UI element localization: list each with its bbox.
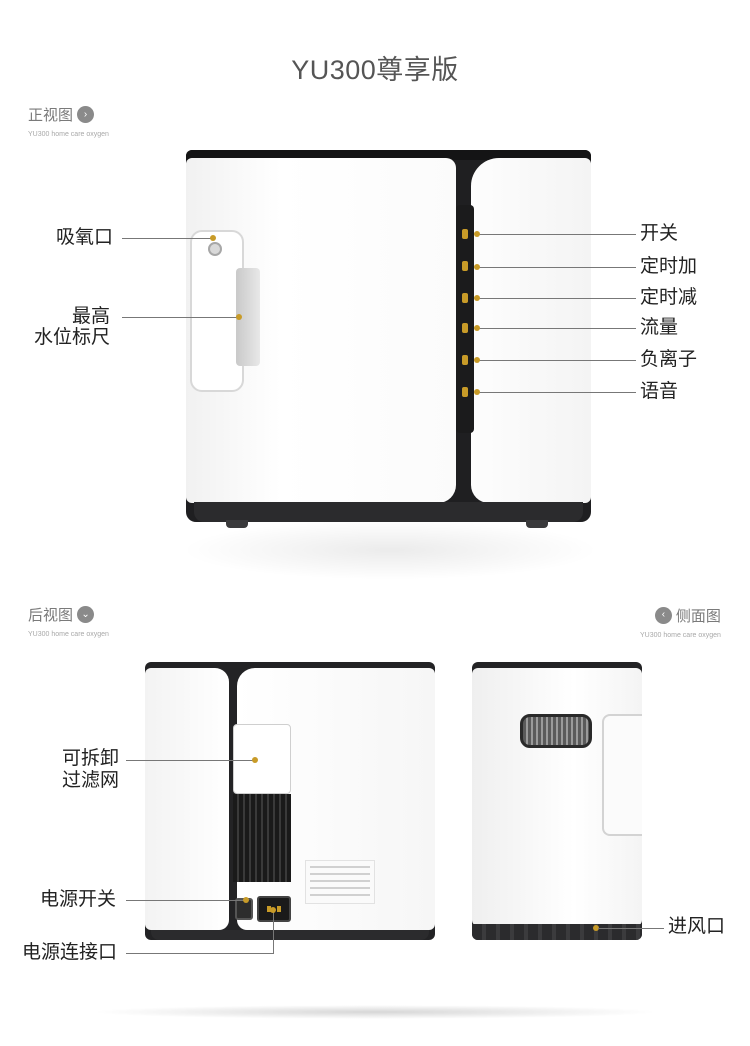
callout-line [476,234,636,235]
callout-line [126,953,274,954]
section-label-text: 侧面图 [675,607,721,625]
callout-dot [593,925,599,931]
callout-filter-line1: 可拆卸 [62,748,120,769]
callout-dot [474,357,480,363]
callout-line [122,238,214,239]
section-label-text: 正视图 [28,107,74,124]
callout-line [126,900,246,901]
callout-filter-line2: 过滤网 [62,770,120,791]
flow-button [462,323,468,333]
callout-power-switch: 电源开关 [40,889,117,910]
callout-line [598,928,664,929]
control-panel [456,205,474,433]
section-subtitle: YU300 home care oxygen [28,631,109,638]
spec-label-plate [305,860,375,904]
callout-voice: 语音 [640,381,679,402]
callout-timer-plus: 定时加 [640,256,698,277]
side-device-image [472,662,642,940]
callout-dot [474,325,480,331]
section-label-text: 后视图 [28,607,74,624]
callout-line [476,328,636,329]
bottom-shadow [90,1005,660,1019]
section-label-side: ‹ 侧面图 YU300 home care oxygen [640,604,721,639]
back-device-image [145,662,435,940]
oxygen-outlet-knob [208,242,222,256]
device-shadow [180,520,600,580]
section-subtitle: YU300 home care oxygen [640,631,721,639]
device-top [186,150,591,160]
callout-dot [270,907,276,913]
front-left-panel [186,158,456,503]
exhaust-grill [233,794,291,882]
chevron-left-icon: ‹ [654,606,672,624]
section-label-back: 后视图 ⌄ YU300 home care oxygen [28,604,109,638]
callout-line [476,267,636,268]
callout-power-port: 电源连接口 [22,942,118,963]
callout-dot [474,264,480,270]
front-right-panel [471,158,591,503]
callout-dot [243,897,249,903]
callout-dot [474,231,480,237]
callout-dot [252,757,258,763]
front-device-image [186,150,591,528]
timer-plus-button [462,261,468,271]
callout-line [476,360,636,361]
callout-water-line1: 最高 [72,306,111,327]
callout-air-inlet: 进风口 [668,916,726,937]
callout-timer-minus: 定时减 [640,287,698,308]
chevron-down-icon: ⌄ [77,606,95,623]
back-left-panel [145,668,229,930]
callout-flow: 流量 [640,317,679,338]
section-label-front: 正视图 › YU300 home care oxygen [28,104,109,138]
callout-inhale-port: 吸氧口 [56,227,114,248]
callout-dot [474,389,480,395]
power-socket [257,896,291,922]
callout-dot [236,314,242,320]
callout-dot [474,295,480,301]
section-subtitle: YU300 home care oxygen [28,131,109,138]
anion-button [462,355,468,365]
voice-button [462,387,468,397]
device-foot [226,520,248,528]
callout-line [122,317,240,318]
chevron-right-icon: › [77,106,95,123]
callout-line [476,298,636,299]
device-foot [526,520,548,528]
device-base [151,930,429,940]
timer-minus-button [462,293,468,303]
callout-power: 开关 [640,223,679,244]
side-cup-door [602,714,642,836]
side-vent [520,714,592,748]
callout-anion: 负离子 [640,349,698,370]
air-intake-base [472,924,642,940]
power-button [462,229,468,239]
device-base [194,502,583,522]
removable-filter [233,724,291,794]
callout-dot [210,235,216,241]
callout-line [476,392,636,393]
page-title: YU300尊享版 [291,55,459,85]
callout-water-line2: 水位标尺 [34,327,111,348]
callout-line [273,910,274,954]
callout-line [126,760,256,761]
